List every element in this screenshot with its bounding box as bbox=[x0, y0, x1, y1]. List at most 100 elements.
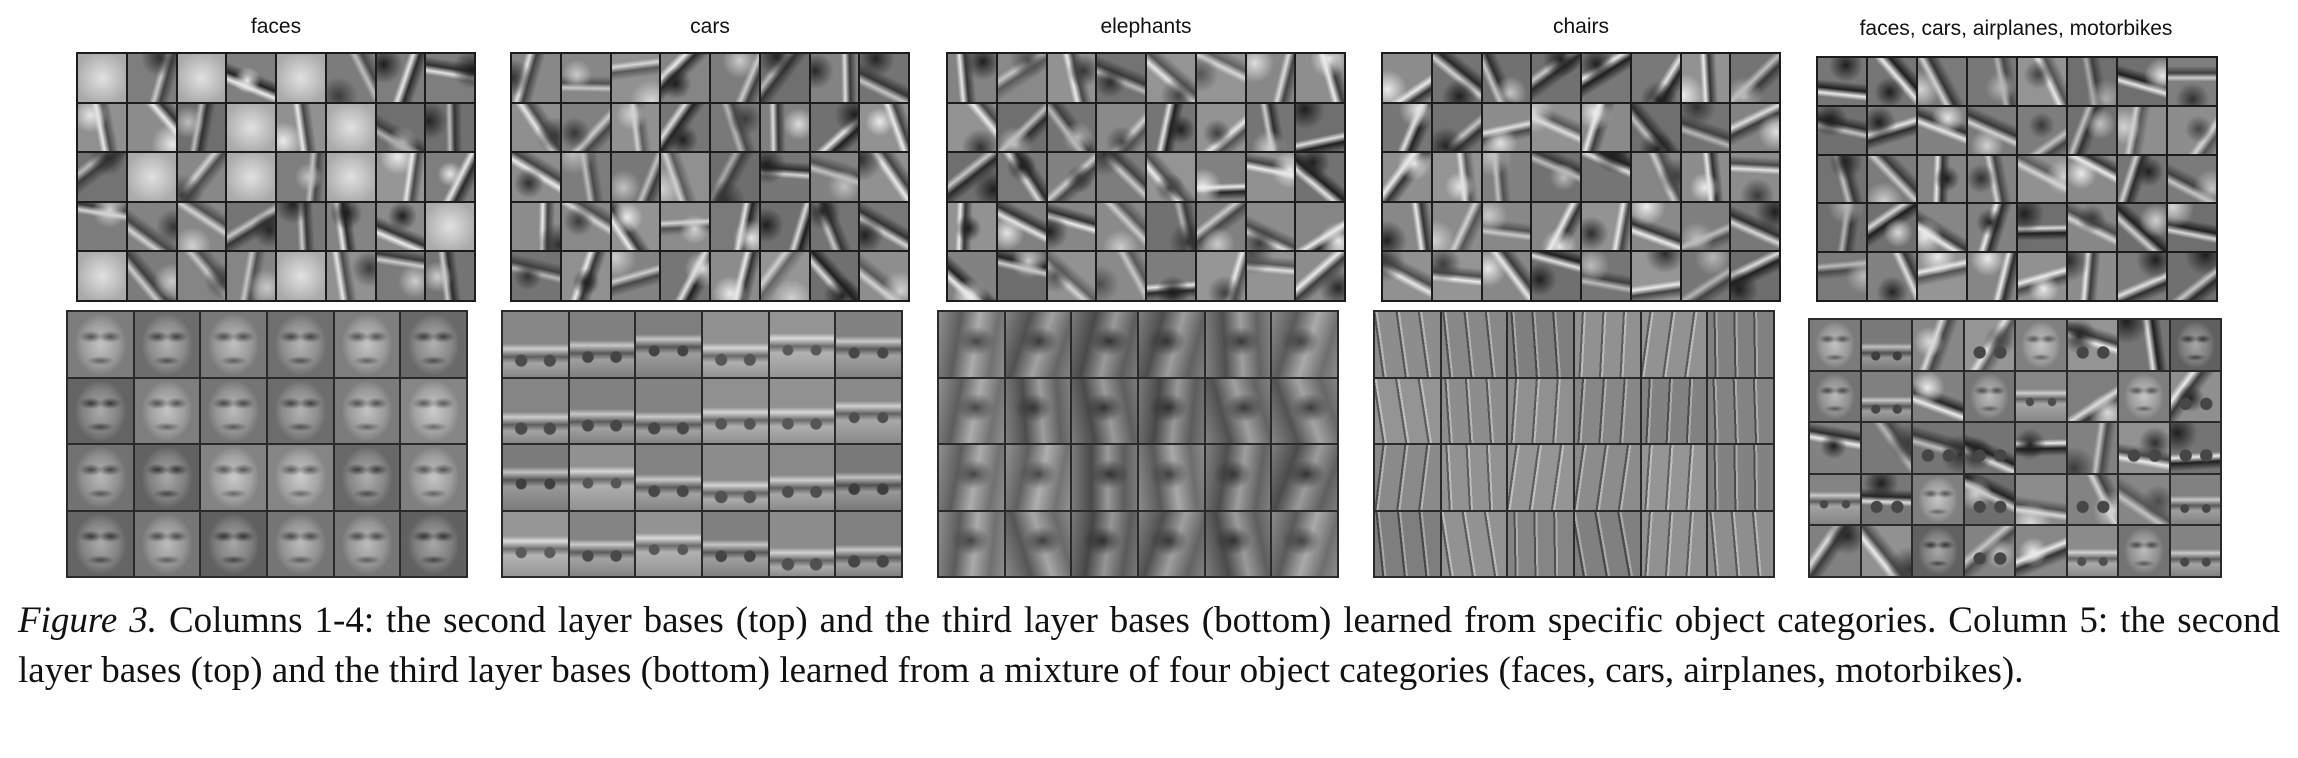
basis-cell bbox=[760, 252, 809, 300]
basis-cell bbox=[1868, 106, 1916, 154]
basis-cell bbox=[2068, 253, 2116, 300]
basis-cell bbox=[1383, 103, 1431, 152]
basis-cell bbox=[1196, 202, 1245, 251]
basis-cell bbox=[1681, 153, 1730, 201]
basis-cell bbox=[636, 511, 701, 576]
basis-cell bbox=[2170, 371, 2220, 422]
basis-cell bbox=[997, 202, 1046, 251]
basis-cell bbox=[1868, 253, 1916, 300]
basis-cell bbox=[1731, 153, 1779, 201]
basis-cell bbox=[201, 378, 266, 443]
basis-cell bbox=[1482, 54, 1531, 102]
basis-cell bbox=[127, 153, 176, 201]
basis-cell bbox=[2168, 106, 2216, 154]
basis-cell bbox=[1868, 58, 1916, 105]
basis-cell bbox=[1508, 312, 1573, 377]
basis-cell bbox=[997, 153, 1046, 201]
basis-cell bbox=[1296, 54, 1344, 102]
basis-cell bbox=[127, 252, 176, 300]
basis-cell bbox=[711, 103, 759, 152]
basis-cell bbox=[711, 202, 759, 251]
basis-cell bbox=[326, 54, 375, 102]
column-title-chairs: chairs bbox=[1552, 15, 1610, 38]
third-layer-bases-faces bbox=[66, 310, 468, 578]
basis-cell bbox=[1246, 153, 1295, 201]
basis-cell bbox=[1047, 153, 1096, 201]
basis-cell bbox=[760, 103, 809, 152]
basis-cell bbox=[760, 153, 809, 201]
basis-cell bbox=[277, 103, 325, 152]
basis-cell bbox=[1641, 445, 1707, 510]
basis-cell bbox=[503, 445, 568, 510]
basis-cell bbox=[2067, 320, 2117, 370]
basis-cell bbox=[1681, 252, 1730, 300]
basis-cell bbox=[661, 103, 709, 152]
basis-cell bbox=[1147, 54, 1195, 102]
basis-cell bbox=[1482, 153, 1531, 201]
basis-cell bbox=[2168, 204, 2216, 252]
basis-cell bbox=[1272, 445, 1337, 510]
basis-cell bbox=[702, 445, 768, 510]
basis-cell bbox=[2170, 320, 2220, 370]
basis-cell bbox=[1968, 58, 2016, 105]
basis-cell bbox=[810, 103, 859, 152]
basis-cell bbox=[1296, 103, 1344, 152]
basis-cell bbox=[1508, 511, 1573, 576]
basis-cell bbox=[227, 54, 275, 102]
basis-cell bbox=[2168, 253, 2216, 300]
basis-cell bbox=[1810, 371, 1860, 422]
basis-cell bbox=[2067, 474, 2117, 525]
basis-cell bbox=[1383, 202, 1431, 251]
basis-cell bbox=[2118, 58, 2166, 105]
basis-cell bbox=[1681, 54, 1730, 102]
basis-cell bbox=[512, 103, 560, 152]
basis-cell bbox=[1532, 202, 1580, 251]
basis-cell bbox=[702, 511, 768, 576]
basis-cell bbox=[334, 511, 400, 576]
basis-cell bbox=[2170, 526, 2220, 576]
basis-cell bbox=[2067, 423, 2117, 473]
third-layer-bases-mixture bbox=[1808, 318, 2222, 578]
basis-cell bbox=[134, 378, 200, 443]
basis-cell bbox=[1047, 252, 1096, 300]
basis-cell bbox=[1574, 445, 1640, 510]
basis-cell bbox=[334, 378, 400, 443]
basis-cell bbox=[1205, 511, 1271, 576]
basis-cell bbox=[611, 54, 660, 102]
basis-cell bbox=[1196, 252, 1245, 300]
basis-cell bbox=[1532, 252, 1580, 300]
basis-cell bbox=[1296, 202, 1344, 251]
basis-cell bbox=[948, 202, 996, 251]
basis-cell bbox=[711, 153, 759, 201]
basis-cell bbox=[810, 54, 859, 102]
basis-cell bbox=[1147, 202, 1195, 251]
basis-cell bbox=[2118, 106, 2166, 154]
basis-cell bbox=[1631, 103, 1680, 152]
basis-cell bbox=[2068, 155, 2116, 203]
basis-cell bbox=[1818, 58, 1866, 105]
basis-cell bbox=[1641, 378, 1707, 443]
basis-cell bbox=[277, 252, 325, 300]
basis-cell bbox=[2068, 106, 2116, 154]
basis-cell bbox=[760, 202, 809, 251]
basis-cell bbox=[569, 312, 635, 377]
third-layer-bases-chairs bbox=[1373, 310, 1775, 578]
basis-cell bbox=[376, 252, 425, 300]
basis-cell bbox=[2016, 474, 2066, 525]
basis-cell bbox=[1708, 445, 1773, 510]
basis-cell bbox=[326, 103, 375, 152]
basis-cell bbox=[334, 312, 400, 377]
basis-cell bbox=[1097, 252, 1145, 300]
basis-cell bbox=[1918, 204, 1966, 252]
basis-cell bbox=[1582, 153, 1630, 201]
basis-cell bbox=[1147, 103, 1195, 152]
basis-cell bbox=[1205, 445, 1271, 510]
basis-cell bbox=[711, 252, 759, 300]
basis-cell bbox=[2016, 371, 2066, 422]
basis-cell bbox=[426, 202, 474, 251]
basis-cell bbox=[78, 54, 126, 102]
basis-cell bbox=[2018, 155, 2066, 203]
basis-cell bbox=[127, 202, 176, 251]
basis-cell bbox=[503, 511, 568, 576]
basis-cell bbox=[2118, 155, 2166, 203]
